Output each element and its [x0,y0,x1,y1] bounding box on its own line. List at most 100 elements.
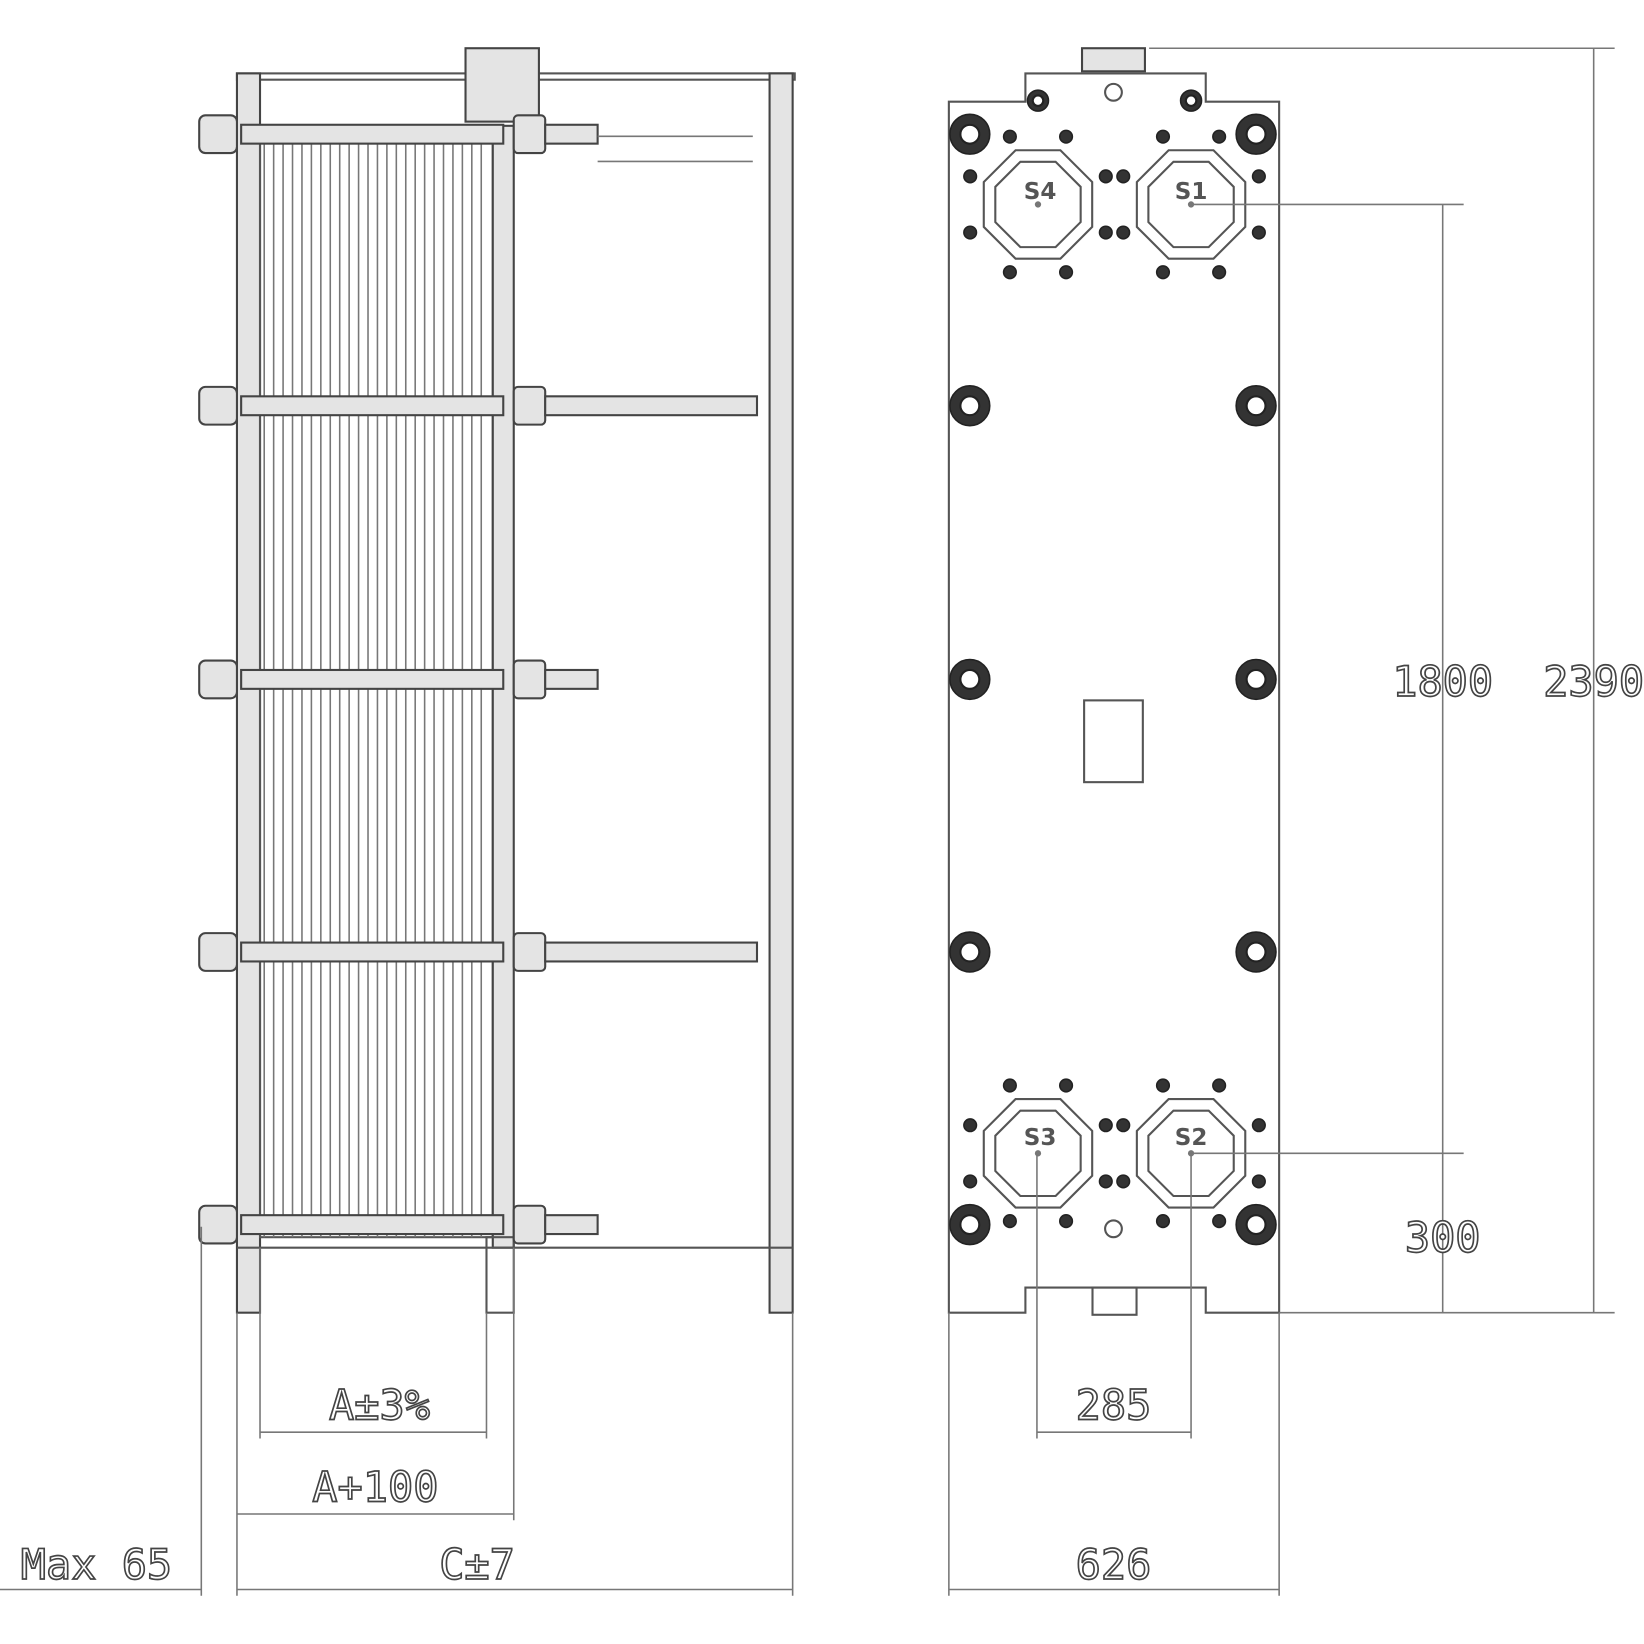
port-label-bottom-right: S2 [1175,1125,1208,1151]
tie-bolt [240,395,505,417]
bolt-nut [512,114,547,155]
flange-stud [1212,1078,1227,1093]
dim-max-overhang: Max 65 [21,1540,172,1589]
roller-top [1080,47,1146,73]
flange-stud [1098,1118,1113,1133]
flange-stud [963,1118,978,1133]
flange-stud [1116,1118,1131,1133]
dimension-lines [0,47,1615,1596]
bolt-nut [198,932,239,972]
flange-stud [1251,1174,1266,1189]
bolt-hole [1245,395,1267,417]
ports [963,129,1266,1229]
side-view [198,47,796,1314]
bolt-nut [198,114,239,155]
port-label-top-right: S1 [1175,179,1208,205]
top-roller [464,47,540,123]
bolt-rod [544,395,759,417]
bolt-hole [1245,668,1267,690]
flange-stud [963,225,978,240]
front-view: S4 S1 S3 S2 [947,47,1281,1316]
flange-stud [1212,265,1227,280]
bolt-hole [959,668,981,690]
dim-total-height: 2390 [1543,657,1644,706]
port-flange [1135,1098,1247,1209]
tie-bolt [240,123,505,145]
flange-stud [1212,129,1227,144]
dim-width: 626 [1076,1540,1152,1589]
flange-stud [1155,1214,1171,1229]
flange-stud [1212,1214,1227,1229]
flange-stud [963,1174,978,1189]
flange-stud [963,169,978,184]
bolt-rod [544,123,599,145]
bolt-hole [959,1214,981,1236]
bolt-hole [1245,123,1267,145]
dim-bottom-port-height: 300 [1405,1213,1481,1262]
bottom-notch [1091,1286,1138,1316]
flange-stud [1002,265,1017,280]
dim-overall-length: C±7 [439,1540,515,1589]
port-gasket [1147,1109,1235,1198]
flange-stud [1002,129,1017,144]
flange-stud [1251,225,1266,240]
port-flange [982,149,1094,260]
dim-frame-length: A+100 [312,1462,438,1511]
bolt-nut [198,659,239,700]
bolt-rod [544,1214,599,1236]
tie-bolt [240,941,505,963]
port-gasket [994,160,1082,249]
flange-stud [1002,1078,1017,1093]
bolt-hole [1245,941,1267,963]
flange-stud [1098,225,1113,240]
bolt-nut [198,1204,239,1245]
flange-stud [1058,265,1074,280]
port-label-bottom-left: S3 [1024,1125,1057,1151]
bolt-nut [198,385,239,426]
frame-plate-outline [947,72,1281,1314]
nameplate [1083,699,1144,784]
dim-port-centers: 1800 [1392,657,1493,706]
dim-plate-pack: A±3% [329,1381,430,1430]
bolt-hole [959,941,981,963]
frame-bolts [949,89,1277,1246]
port-label-top-left: S4 [1024,179,1057,205]
port-center [1034,1150,1042,1157]
bolt-hole [1245,1214,1267,1236]
dimension-labels: A±3% A+100 C±7 Max 65 626 285 1800 2390 … [20,656,1644,1589]
bolt-nut [512,1204,547,1245]
flange-stud [1058,1078,1074,1093]
tie-bolt [240,1214,505,1236]
bolt-hole [959,395,981,417]
bolt-hole [1184,94,1198,107]
bolt-nut [512,385,547,426]
port-flange [1135,149,1247,260]
bolt-rod [544,941,759,963]
port-center [1034,201,1042,208]
bolt-nut [512,659,547,700]
dim-port-spacing: 285 [1076,1381,1152,1430]
flange-stud [1002,1214,1017,1229]
port-gasket [1147,160,1235,249]
flange-stud [1155,265,1171,280]
tightening-bolts [198,114,759,1245]
bolt-rod [544,668,599,690]
flange-stud [1251,169,1266,184]
flange-stud [1155,129,1171,144]
bolt-nut [512,932,547,972]
port-gasket [994,1109,1082,1198]
flange-stud [1116,1174,1131,1189]
fixed-frame-plate [235,72,262,1314]
flange-stud [1058,1214,1074,1229]
bolt-hole [1031,94,1045,107]
flange-stud [1116,169,1131,184]
flange-stud [1098,169,1113,184]
support-column [768,72,794,1314]
flange-stud [1058,129,1074,144]
flange-stud [1116,225,1131,240]
flange-stud [1155,1078,1171,1093]
port-flange [982,1098,1094,1209]
tie-bolt [240,668,505,690]
